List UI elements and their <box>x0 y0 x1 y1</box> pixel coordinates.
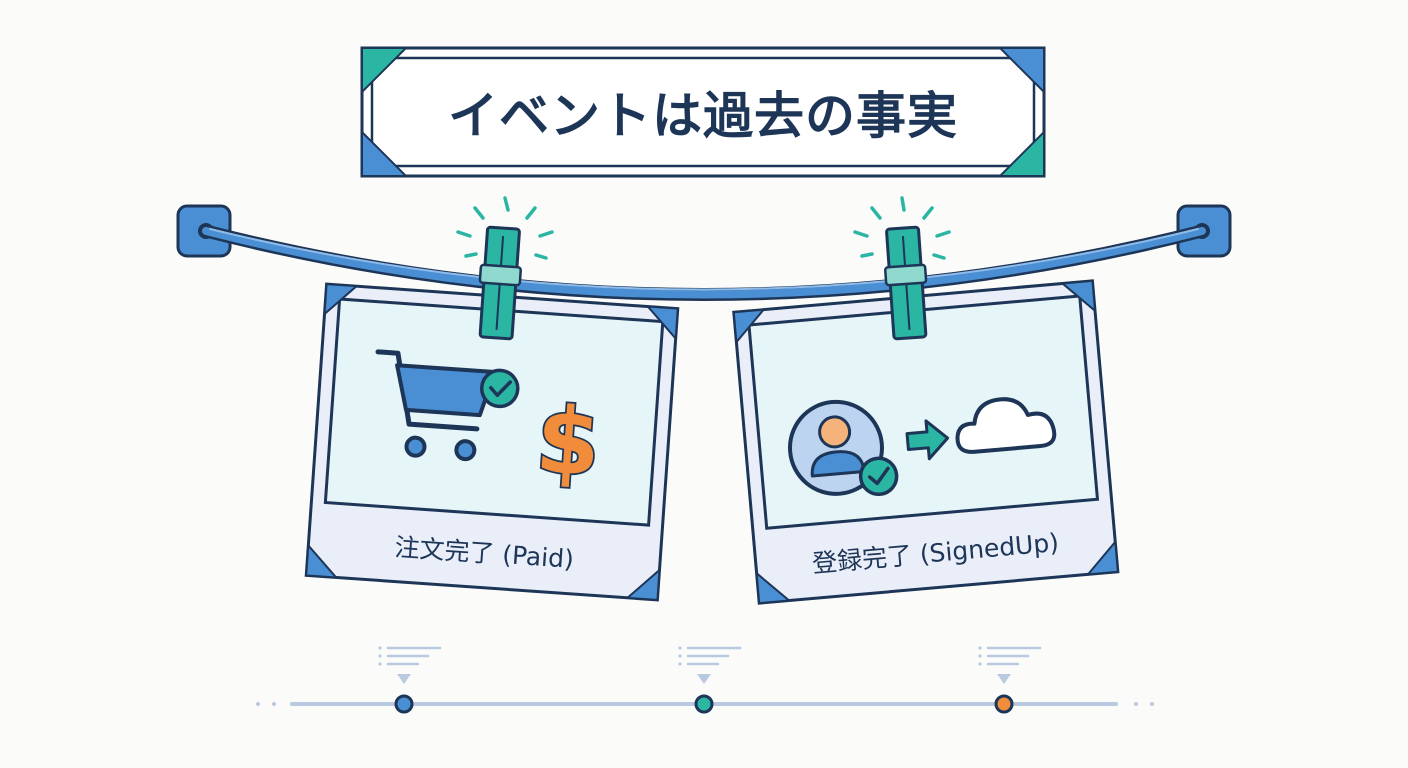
timeline-marker <box>978 646 1042 714</box>
corner-accent <box>361 47 409 95</box>
title-frame <box>360 46 1046 178</box>
list-lines-icon <box>678 646 742 666</box>
list-lines-icon <box>978 646 1042 666</box>
event-card-signedup: 登録完了 (SignedUp) <box>732 279 1120 605</box>
clothespin-paid <box>478 225 522 341</box>
arrow-right-icon <box>905 419 950 461</box>
user-icon <box>787 399 884 496</box>
corner-accent <box>997 129 1045 177</box>
check-icon <box>480 368 520 409</box>
corner-accent <box>997 47 1045 95</box>
timeline-dot <box>994 694 1014 714</box>
highlight-rays <box>456 196 554 260</box>
clothespin-signedup <box>884 225 928 341</box>
shopping-cart-icon <box>375 349 497 462</box>
list-lines-icon <box>378 646 442 666</box>
caret-down-icon <box>397 674 411 684</box>
timeline-marker <box>678 646 742 714</box>
highlight-rays <box>853 196 951 260</box>
timeline-dot <box>694 694 714 714</box>
dollar-icon: $ <box>533 386 604 497</box>
caret-down-icon <box>697 674 711 684</box>
event-card-paid: $ 注文完了 (Paid) <box>304 282 680 602</box>
caret-down-icon <box>997 674 1011 684</box>
timeline-dot <box>394 694 414 714</box>
timeline-marker <box>378 646 442 714</box>
cloud-icon <box>955 397 1057 454</box>
corner-accent <box>361 129 409 177</box>
check-icon <box>858 456 899 497</box>
page-title: イベントは過去の事実 <box>448 87 958 145</box>
